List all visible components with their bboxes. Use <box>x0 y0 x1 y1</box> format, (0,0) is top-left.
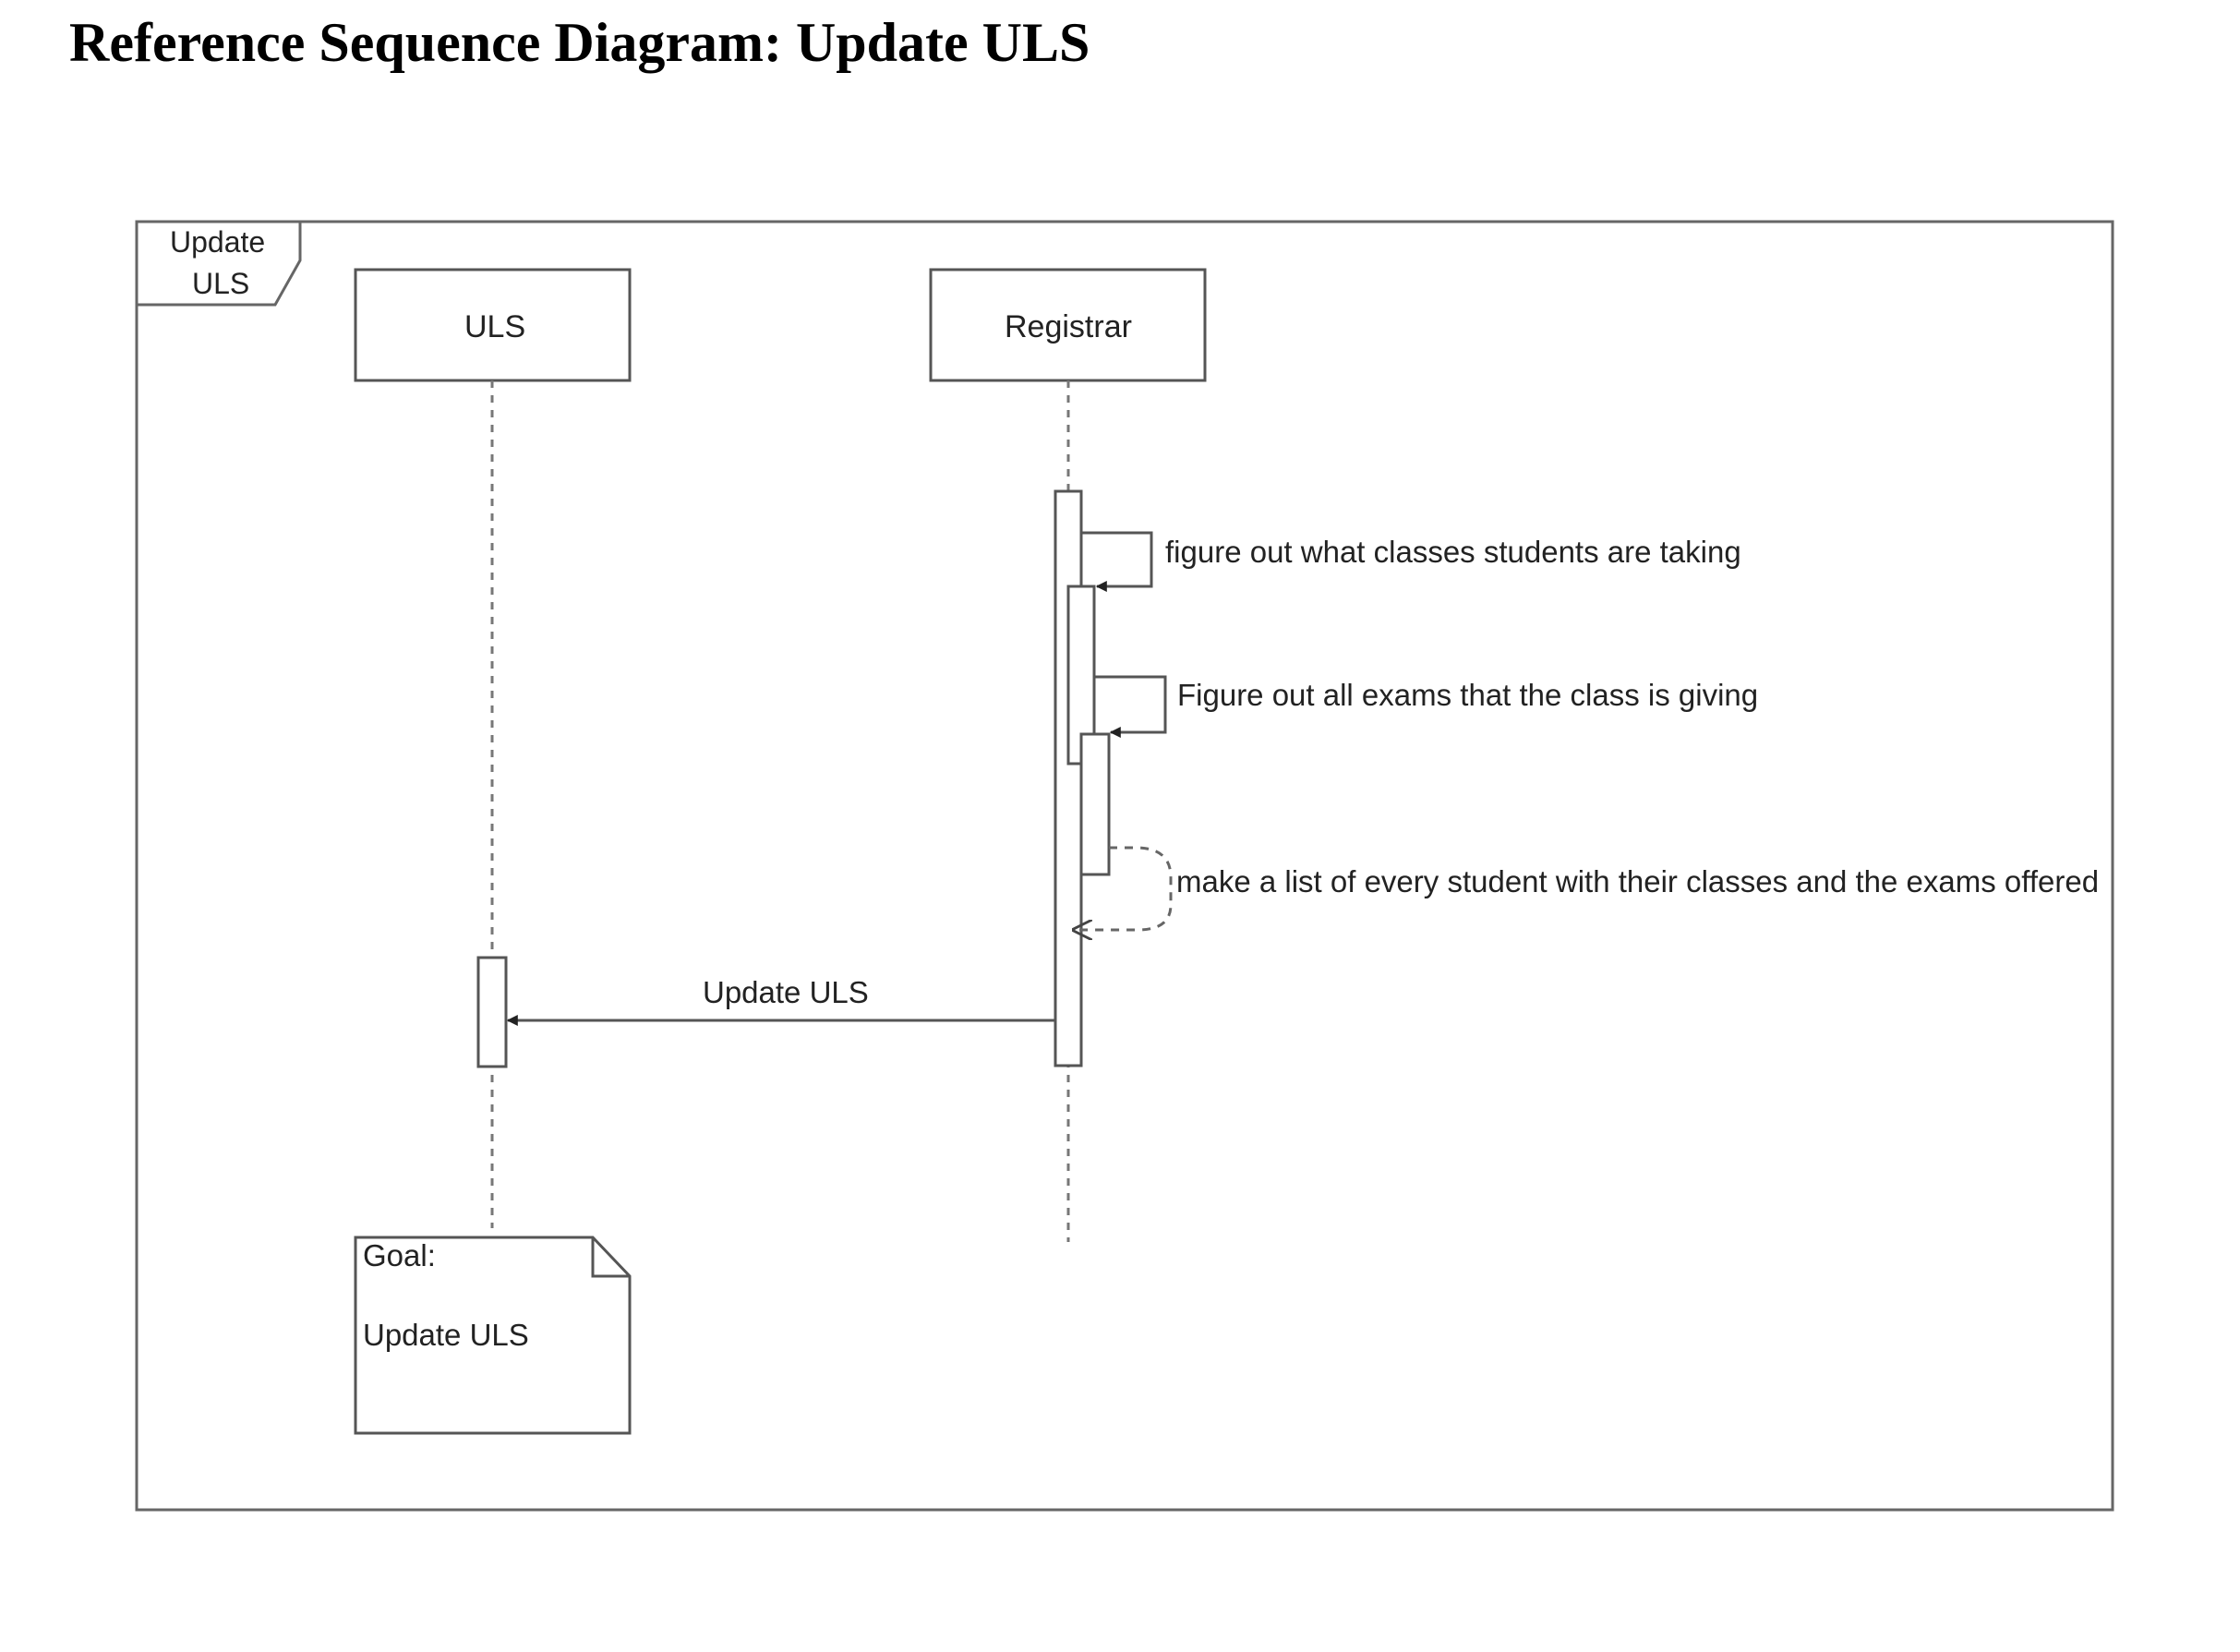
message-label-m1: figure out what classes students are tak… <box>1165 535 1741 569</box>
frame-label-line1: Update <box>170 225 266 259</box>
page-title: Reference Sequence Diagram: Update ULS <box>69 12 1090 73</box>
goal-note-fold <box>591 1237 630 1278</box>
activation-registrar-main <box>1054 489 1083 1067</box>
message-label-m3: make a list of every student with their … <box>1176 864 2100 898</box>
message-label-m2: Figure out all exams that the class is g… <box>1177 678 1759 712</box>
message-label-m4: Update ULS <box>703 975 869 1009</box>
note-heading: Goal: <box>363 1238 436 1272</box>
goal-note <box>354 1236 632 1435</box>
interaction-frame <box>135 220 2114 1512</box>
message-arrow-m1[interactable] <box>1081 531 1153 592</box>
frame-label-line2: ULS <box>192 267 250 300</box>
frame-label-tab <box>137 220 302 307</box>
lifeline-label-registrar: Registrar <box>1005 309 1132 344</box>
activation-uls <box>476 956 508 1068</box>
note-body: Update ULS <box>363 1318 529 1352</box>
activation-registrar-nested-2 <box>1079 732 1111 876</box>
message-arrow-m2[interactable] <box>1094 675 1167 738</box>
lifeline-head-uls[interactable] <box>354 268 632 382</box>
lifeline-label-uls: ULS <box>464 309 526 344</box>
